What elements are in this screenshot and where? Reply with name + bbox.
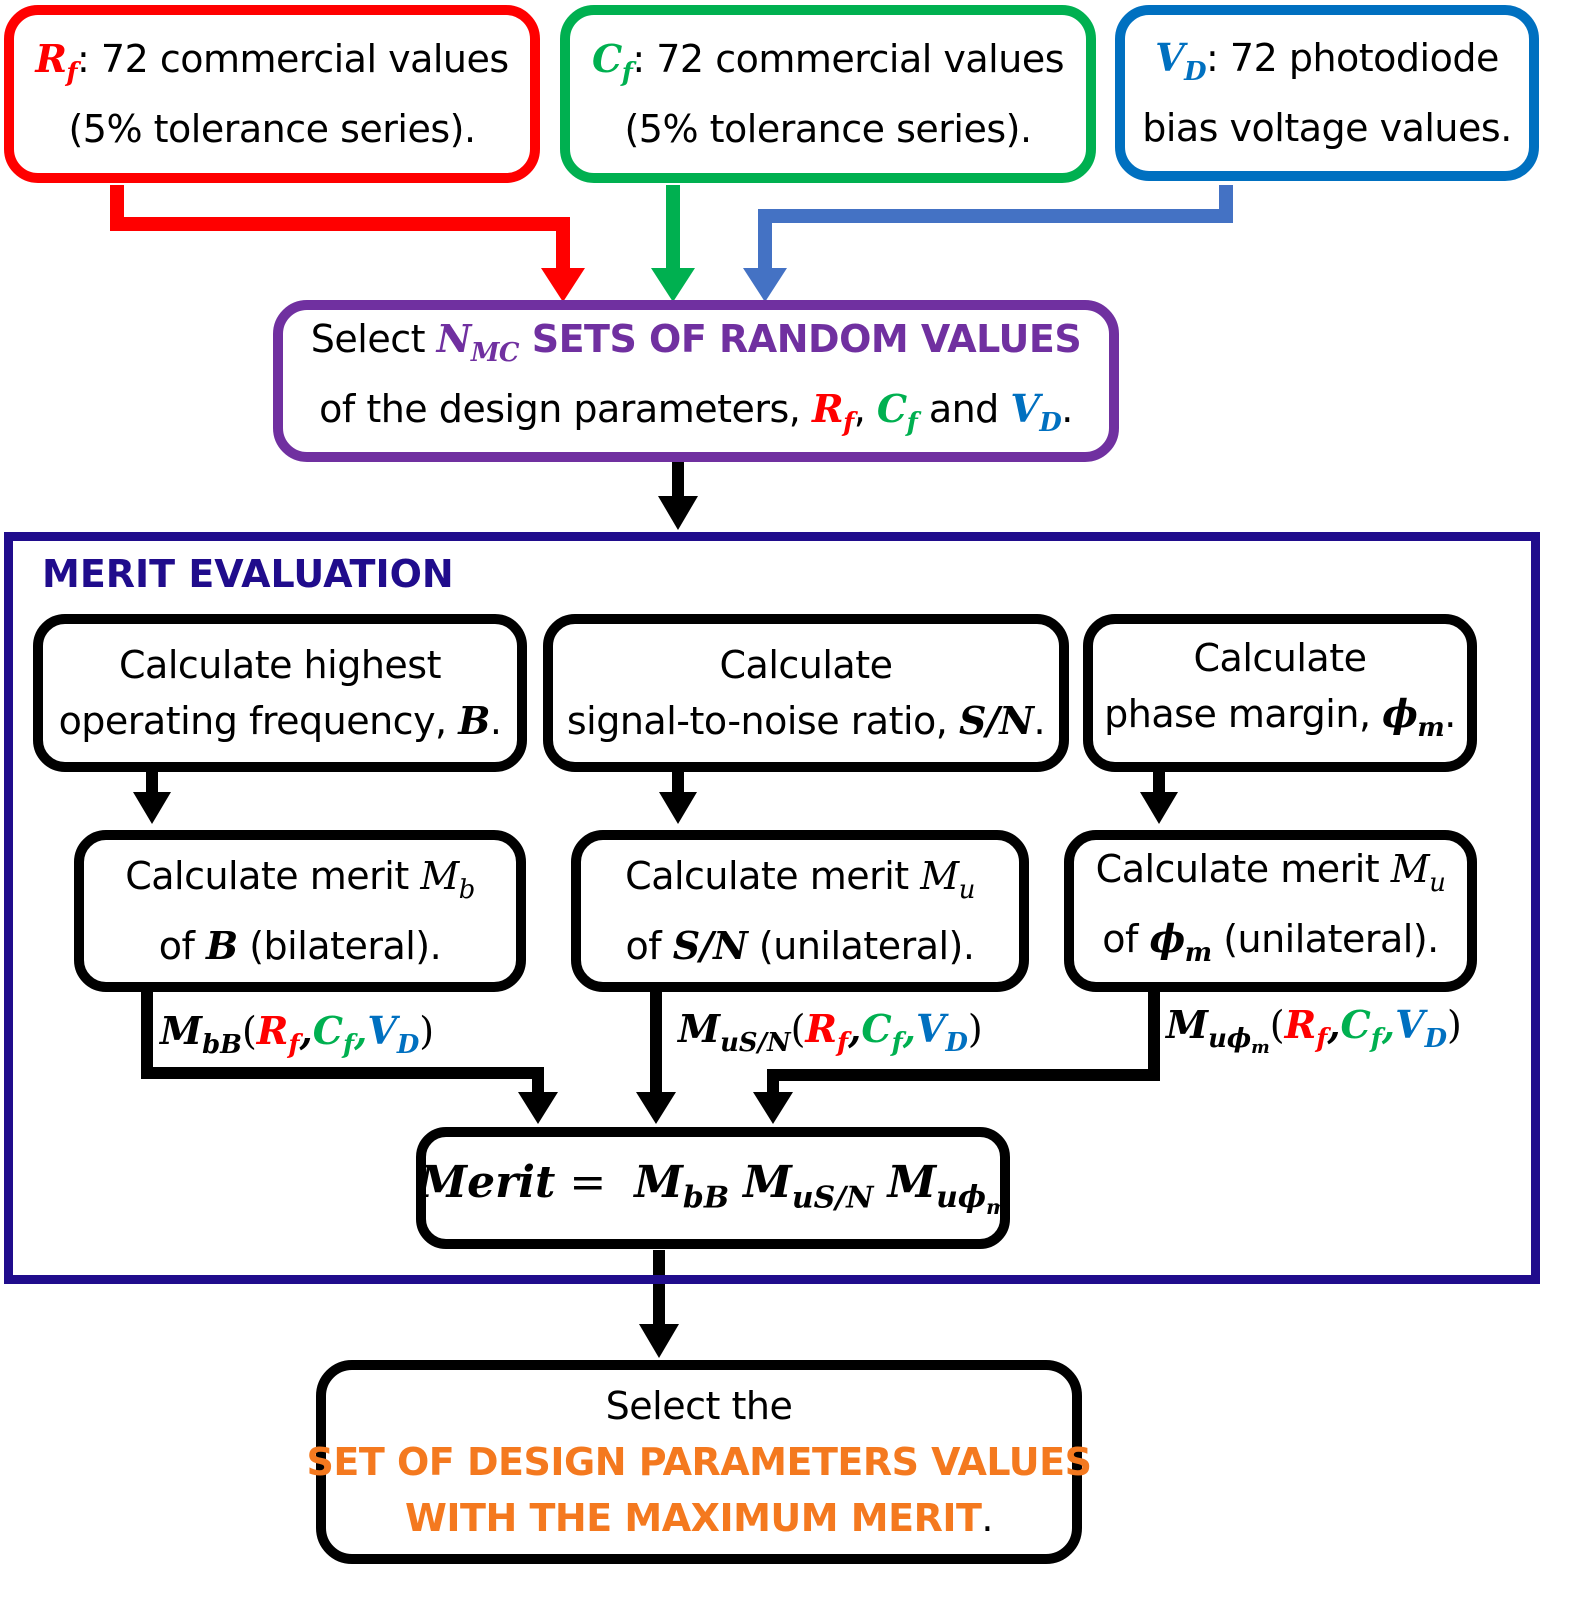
arrowhead-calc-sn: [659, 792, 697, 824]
vd-symbol: VD: [1155, 34, 1207, 88]
label-musn: MuS/N(Rf,Cf,VD): [678, 1006, 983, 1059]
final-selection-box: Select the SET OF DESIGN PARAMETERS VALU…: [307, 1360, 1092, 1564]
cf-symbol: Cf: [592, 35, 633, 89]
merit-snr-box: Calculate merit Mu of S/N (unilateral).: [571, 830, 1029, 992]
calc-phase-margin-box: Calculate phase margin, ϕm.: [1083, 614, 1477, 772]
rf-symbol: Rf: [35, 35, 78, 89]
cf-input-box: Cf: 72 commercial values (5% tolerance s…: [560, 5, 1096, 183]
merit-formula-box: Merit = MbB MuS/N Muϕm: [416, 1127, 1010, 1249]
arrowhead-calc-b: [133, 792, 171, 824]
arrowhead-cf: [651, 268, 695, 302]
arrow-mpm-to-formula: [767, 992, 1160, 1095]
arrowhead-vd: [743, 268, 787, 302]
merit-panel-title: MERIT EVALUATION: [42, 552, 454, 596]
arrow-rf-to-select: [110, 185, 570, 270]
label-mbb: MbB(Rf,Cf,VD): [160, 1008, 435, 1061]
arrow-mb-to-formula: [141, 992, 544, 1095]
arrow-vd-to-select: [758, 185, 1233, 270]
arrowhead-select: [658, 496, 698, 530]
select-random-values-box: Select NMC SETS OF RANDOM VALUES of the …: [273, 300, 1119, 462]
calc-frequency-box: Calculate highest operating frequency, B…: [33, 614, 527, 772]
calc-snr-box: Calculate signal-to-noise ratio, S/N.: [543, 614, 1069, 772]
vd-input-box: VD: 72 photodiode bias voltage values.: [1115, 5, 1539, 181]
arrowhead-rf: [541, 268, 585, 302]
merit-b-box: Calculate merit Mb of B (bilateral).: [74, 830, 526, 992]
merit-evaluation-panel: [4, 532, 1540, 1284]
label-mupm: Muϕm(Rf,Cf,VD): [1166, 1002, 1462, 1059]
merit-pm-box: Calculate merit Mu of ϕm (unilateral).: [1064, 830, 1477, 992]
arrowhead-calc-pm: [1140, 792, 1178, 824]
nmc-symbol: NMC: [436, 315, 520, 368]
rf-input-box: Rf: 72 commercial values (5% tolerance s…: [4, 5, 540, 183]
